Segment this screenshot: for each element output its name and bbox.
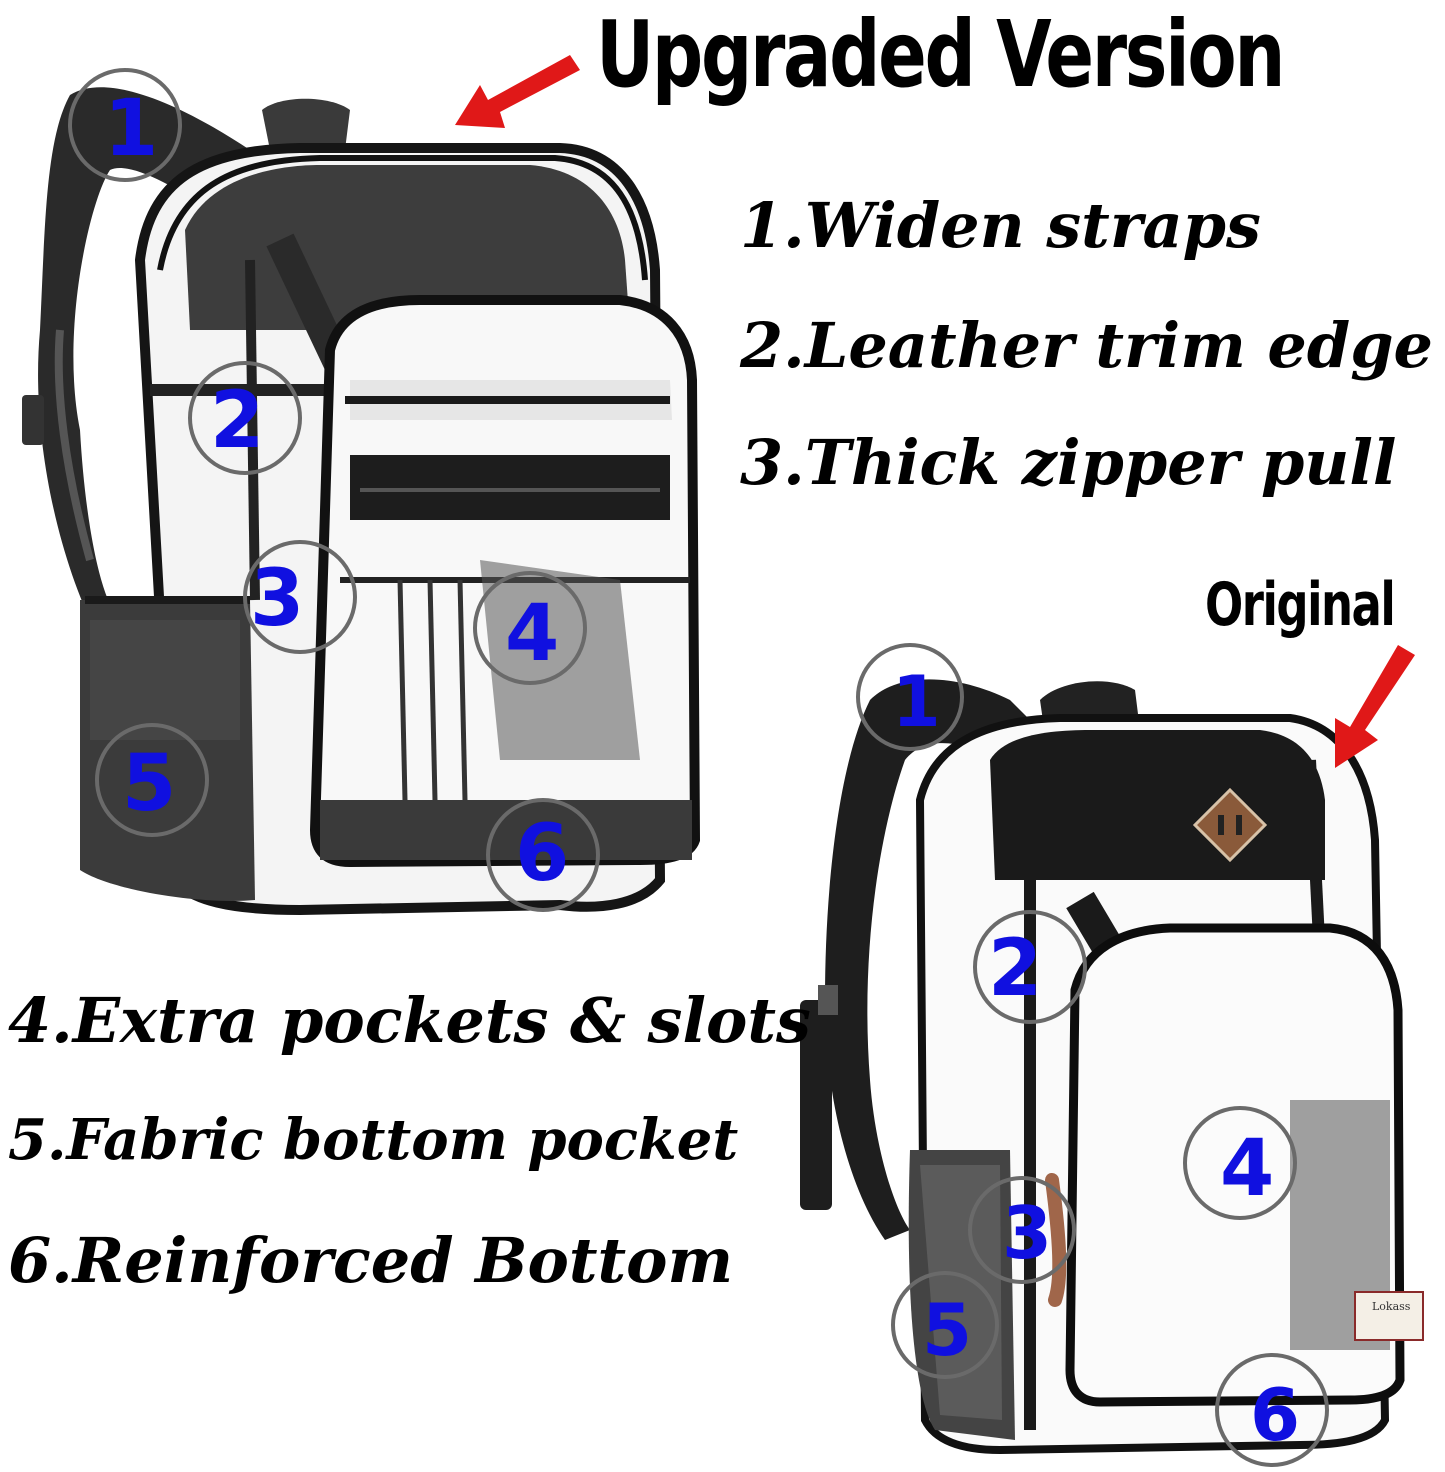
feature-4: 4.Extra pockets & slots [8, 984, 811, 1057]
feature-3: 3.Thick zipper pull [740, 426, 1397, 499]
feature-markers [68, 68, 1329, 1467]
marker-number: 2 [988, 924, 1042, 1014]
marker-number: 4 [505, 589, 559, 679]
marker-number: 2 [210, 376, 264, 466]
original-backpack: Lokass [800, 679, 1424, 1455]
arrow-icon [1335, 645, 1415, 768]
label-original: Original [1205, 570, 1396, 640]
upgraded-backpack [22, 87, 701, 916]
feature-1: 1.Widen straps [740, 189, 1261, 262]
marker-number: 1 [892, 661, 941, 743]
marker-number: 6 [515, 809, 569, 899]
feature-2: 2.Leather trim edge [740, 309, 1433, 382]
feature-6: 6.Reinforced Bottom [8, 1224, 734, 1297]
brand-tag-text: Lokass [1372, 1300, 1411, 1313]
marker-number: 6 [1250, 1373, 1300, 1457]
feature-5: 5.Fabric bottom pocket [8, 1107, 739, 1173]
marker-number: 5 [922, 1288, 972, 1372]
marker-number: 1 [104, 84, 158, 174]
marker-number: 3 [250, 554, 304, 644]
arrow-icon [455, 55, 580, 128]
marker-number: 5 [122, 739, 176, 829]
marker-number: 3 [1002, 1191, 1052, 1275]
marker-number: 4 [1220, 1124, 1274, 1214]
heading-upgraded-version: Upgraded Version [596, 1, 1285, 108]
